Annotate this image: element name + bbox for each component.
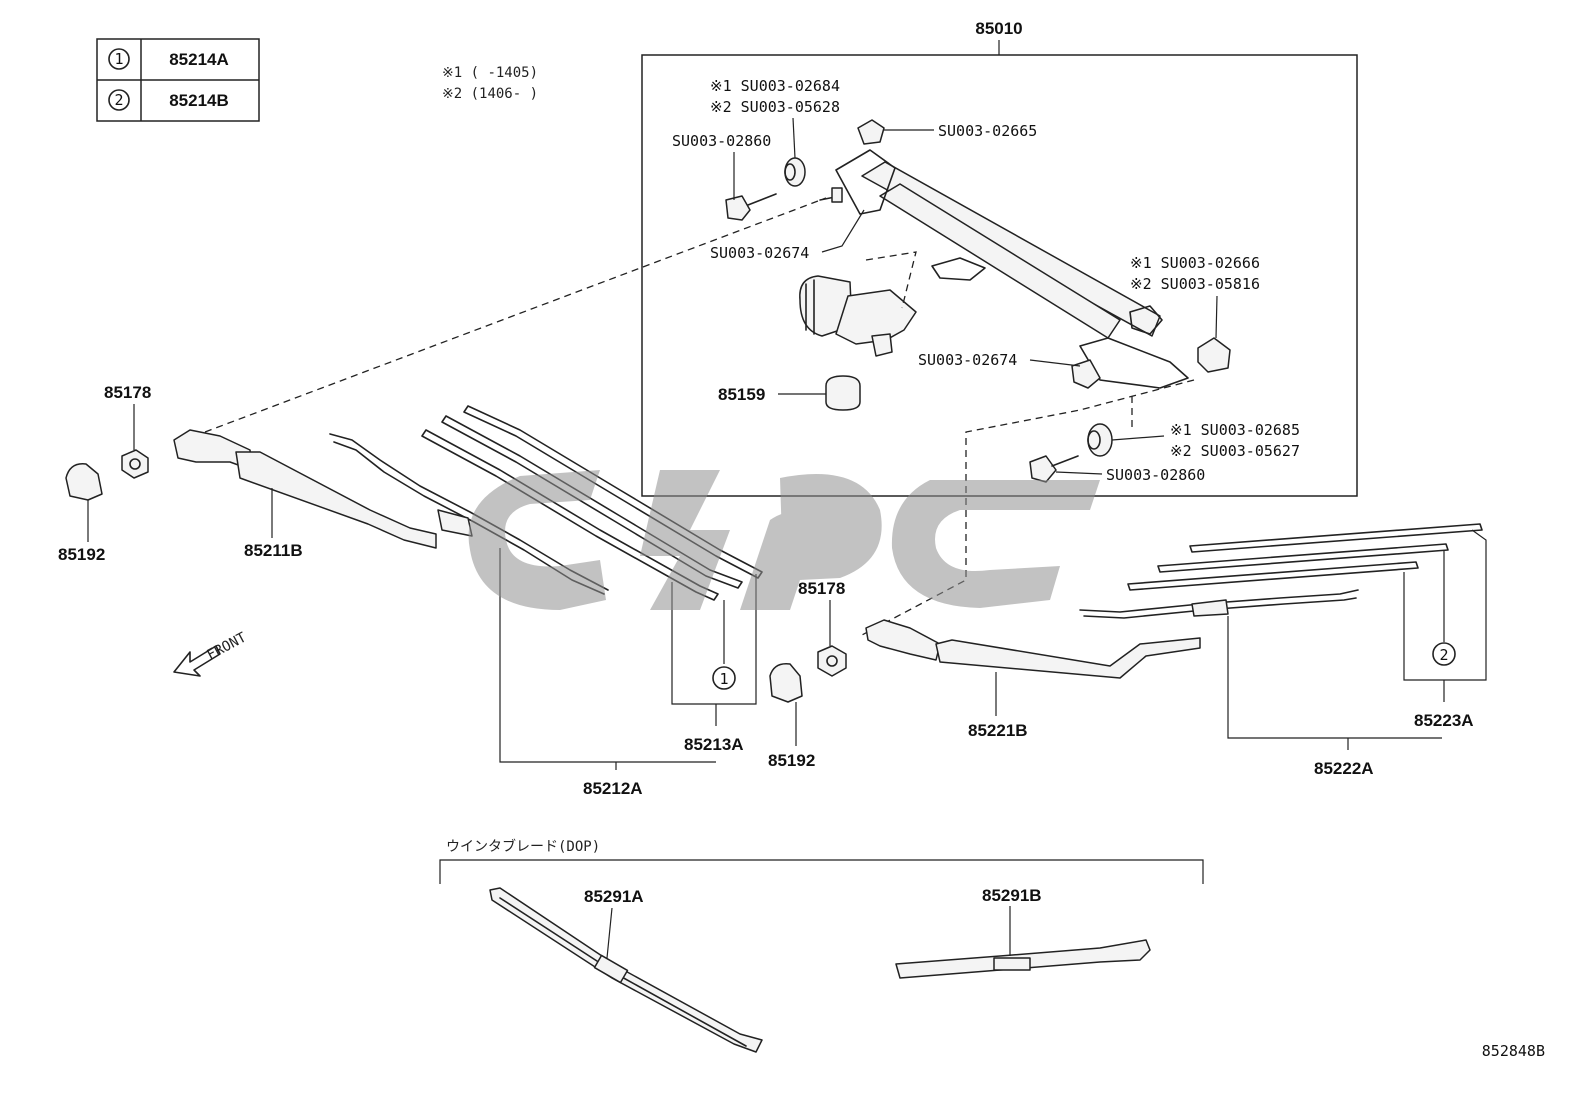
blade-rubber-85223A bbox=[1127, 523, 1483, 591]
dop-title: ウインタブレード(DOP) bbox=[446, 838, 600, 855]
label-su003-02674-mid: SU003-02674 bbox=[918, 351, 1017, 369]
front-label: FRONT bbox=[204, 629, 249, 663]
label-su003-02860-top: SU003-02860 bbox=[672, 132, 771, 150]
label-85211B: 85211B bbox=[244, 541, 303, 560]
label-su003-05628: ※2 SU003-05628 bbox=[710, 98, 840, 116]
label-su003-05627: ※2 SU003-05627 bbox=[1170, 442, 1300, 460]
label-su003-02685: ※1 SU003-02685 bbox=[1170, 421, 1300, 439]
watermark-logo bbox=[468, 470, 1100, 610]
front-arrow-icon: FRONT bbox=[173, 629, 250, 677]
label-85192-right: 85192 bbox=[768, 751, 815, 770]
label-85222A: 85222A bbox=[1314, 759, 1374, 778]
legend-marker-1: 1 bbox=[114, 50, 123, 68]
assembly-label: 85010 bbox=[975, 19, 1022, 38]
wiper-motor bbox=[799, 275, 917, 357]
label-85212A: 85212A bbox=[583, 779, 643, 798]
note-1: ※1 ( -1405) bbox=[442, 65, 538, 81]
label-85291A: 85291A bbox=[584, 887, 644, 906]
nut-85178-left bbox=[121, 449, 149, 479]
bolt-su003-02860-bottom bbox=[1029, 455, 1079, 483]
label-85178-right: 85178 bbox=[798, 579, 845, 598]
marker-2: 2 bbox=[1439, 646, 1448, 664]
cap-85159 bbox=[825, 375, 861, 411]
wiper-blade-85212A bbox=[329, 433, 609, 595]
nut-85178-right bbox=[817, 645, 847, 677]
bolt-su003-02860-top bbox=[725, 193, 777, 221]
bushing-su003-02665 bbox=[857, 119, 885, 145]
note-2: ※2 (1406- ) bbox=[442, 86, 538, 102]
legend-code-2: 85214B bbox=[169, 91, 229, 110]
pivot-bolt-right bbox=[1071, 359, 1101, 389]
cap-85192-right bbox=[769, 663, 803, 703]
label-su003-02666: ※1 SU003-02666 bbox=[1130, 254, 1260, 272]
label-85221B: 85221B bbox=[968, 721, 1028, 740]
label-85178-left: 85178 bbox=[104, 383, 151, 402]
cap-85192-left bbox=[65, 463, 103, 501]
marker-1: 1 bbox=[719, 670, 728, 688]
bushing-su003-02666 bbox=[1197, 337, 1231, 373]
label-su003-02665: SU003-02665 bbox=[938, 122, 1037, 140]
label-su003-02860-bottom: SU003-02860 bbox=[1106, 466, 1205, 484]
dop-bracket bbox=[439, 859, 1204, 884]
label-85291B: 85291B bbox=[982, 886, 1042, 905]
label-su003-02674-top: SU003-02674 bbox=[710, 244, 809, 262]
wiper-arm-85211B bbox=[173, 429, 437, 549]
wiper-linkage bbox=[835, 149, 1189, 389]
grommet-su003-02684 bbox=[784, 157, 806, 187]
diagram-id: 852848B bbox=[1482, 1042, 1545, 1060]
winter-blade-85291B bbox=[895, 939, 1151, 979]
wiper-blade-85222A bbox=[1079, 589, 1359, 619]
wiper-arm-85221B bbox=[865, 619, 1201, 679]
label-85159: 85159 bbox=[718, 385, 765, 404]
pivot-bolt-left bbox=[819, 187, 843, 203]
winter-blade-85291A bbox=[489, 887, 763, 1053]
legend-table: 1 85214A 2 85214B bbox=[96, 38, 260, 122]
legend-marker-2: 2 bbox=[114, 91, 123, 109]
marker-1-circle bbox=[712, 666, 736, 690]
legend-code-1: 85214A bbox=[169, 50, 229, 69]
label-su003-02684: ※1 SU003-02684 bbox=[710, 77, 840, 95]
label-su003-05816: ※2 SU003-05816 bbox=[1130, 275, 1260, 293]
label-85192-left: 85192 bbox=[58, 545, 105, 564]
marker-2-circle bbox=[1432, 642, 1456, 666]
label-85213A: 85213A bbox=[684, 735, 744, 754]
grommet-su003-02685 bbox=[1087, 423, 1113, 457]
label-85223A: 85223A bbox=[1414, 711, 1474, 730]
